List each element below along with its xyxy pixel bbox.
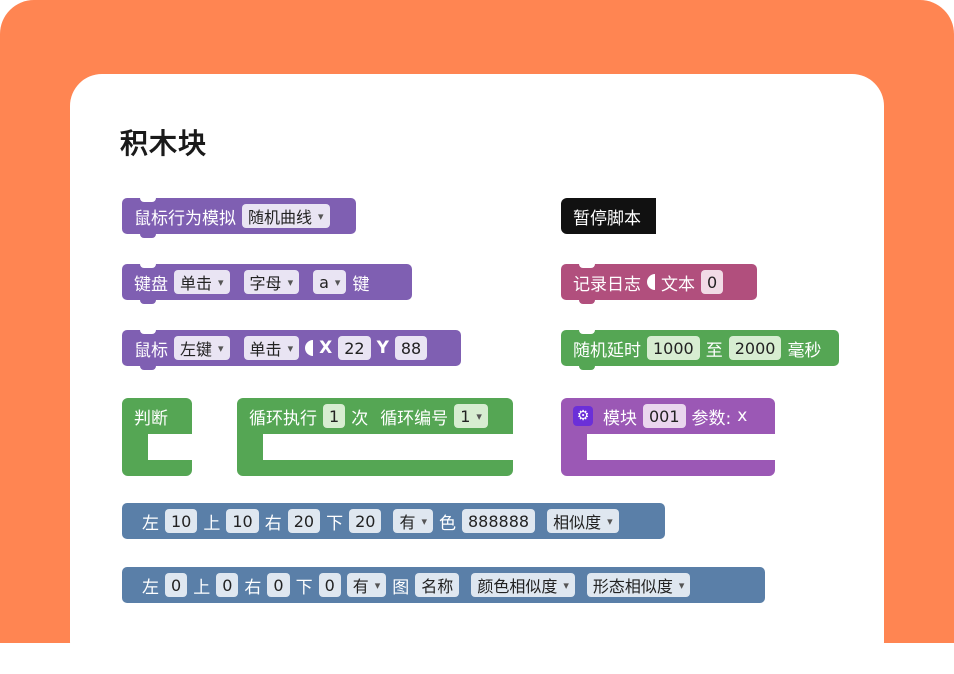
judge-label: 判断 (134, 408, 168, 429)
find-image-bottom-label: 下 (295, 577, 313, 598)
mouse-x-input[interactable]: 22 (338, 336, 371, 360)
loop-index-dropdown[interactable]: 1 (454, 404, 488, 428)
find-image-name-input[interactable]: 名称 (415, 573, 460, 597)
find-color-label: 色 (438, 513, 456, 534)
find-color-block[interactable]: 左 10 上 10 右 20 下 20 有 色 888888 相似度 (122, 503, 665, 539)
find-color-similarity-dropdown[interactable]: 相似度 (547, 509, 619, 533)
loop-label: 循环执行 (249, 408, 317, 429)
find-image-top-input[interactable]: 0 (216, 573, 239, 597)
mouse-sim-block[interactable]: 鼠标行为模拟 随机曲线 (122, 198, 356, 238)
mouse-action-dropdown[interactable]: 单击 (243, 336, 300, 360)
find-color-right-input[interactable]: 20 (287, 509, 321, 533)
find-image-right-label: 右 (244, 577, 262, 598)
find-color-value-input[interactable]: 888888 (461, 509, 536, 533)
find-color-has-dropdown[interactable]: 有 (393, 509, 433, 533)
find-image-left-label: 左 (142, 577, 159, 598)
mouse-sim-option[interactable]: 随机曲线 (242, 204, 330, 228)
find-color-left-label: 左 (142, 513, 159, 534)
find-image-label: 图 (392, 577, 410, 598)
find-image-left-input[interactable]: 0 (165, 573, 188, 597)
find-image-shape-sim-dropdown[interactable]: 形态相似度 (586, 573, 691, 597)
module-id-input[interactable]: 001 (643, 404, 686, 428)
log-block[interactable]: 记录日志 文本 0 (561, 264, 757, 304)
keyboard-action-dropdown[interactable]: 单击 (174, 270, 230, 294)
random-delay-from-input[interactable]: 1000 (647, 336, 700, 360)
random-delay-block[interactable]: 随机延时 1000 至 2000 毫秒 (561, 330, 839, 370)
find-color-right-label: 右 (264, 513, 282, 534)
find-image-color-sim-dropdown[interactable]: 颜色相似度 (471, 573, 575, 597)
log-text-value[interactable]: 0 (701, 270, 724, 294)
pause-script-label: 暂停脚本 (573, 208, 641, 229)
mouse-y-input[interactable]: 88 (394, 336, 428, 360)
find-image-has-dropdown[interactable]: 有 (346, 573, 387, 597)
find-color-bottom-input[interactable]: 20 (349, 509, 382, 533)
page-title: 积木块 (120, 127, 208, 160)
mouse-block[interactable]: 鼠标 左键 单击 X 22 Y 88 (122, 330, 461, 370)
mouse-label: 鼠标 (134, 340, 168, 361)
random-delay-unit: 毫秒 (787, 340, 822, 361)
pause-script-block[interactable]: 暂停脚本 (561, 198, 656, 234)
find-color-bottom-label: 下 (326, 513, 344, 534)
keyboard-suffix: 键 (352, 274, 370, 295)
find-image-bottom-input[interactable]: 0 (318, 573, 341, 597)
module-param-label: 参数: (691, 408, 732, 429)
log-label: 记录日志 (573, 274, 641, 295)
gear-icon[interactable]: ⚙ (573, 406, 593, 426)
random-delay-to-label: 至 (705, 340, 723, 361)
mouse-sim-label: 鼠标行为模拟 (134, 208, 236, 229)
log-text-label: 文本 (661, 274, 695, 295)
keyboard-label: 键盘 (134, 274, 168, 295)
puzzle-slot-icon (647, 274, 655, 290)
module-label: 模块 (603, 408, 637, 429)
random-delay-to-input[interactable]: 2000 (728, 336, 782, 360)
keyboard-type-dropdown[interactable]: 字母 (243, 270, 300, 294)
find-color-left-input[interactable]: 10 (165, 509, 198, 533)
mouse-y-label: Y (376, 338, 389, 358)
keyboard-key-dropdown[interactable]: a (313, 270, 347, 294)
find-color-top-label: 上 (203, 513, 221, 534)
random-delay-label: 随机延时 (573, 340, 641, 361)
module-param-value[interactable]: x (737, 406, 748, 426)
keyboard-block[interactable]: 键盘 单击 字母 a 键 (122, 264, 412, 304)
loop-top: 循环执行 1 次 循环编号 1 (237, 398, 513, 434)
find-image-right-input[interactable]: 0 (267, 573, 290, 597)
module-top: ⚙ 模块 001 参数: x (561, 398, 775, 434)
find-image-block[interactable]: 左 0 上 0 右 0 下 0 有 图 名称 颜色相似度 形态相似度 (122, 567, 765, 603)
loop-index-label: 循环编号 (380, 408, 449, 429)
find-image-top-label: 上 (193, 577, 211, 598)
judge-top: 判断 (122, 398, 192, 434)
puzzle-slot-icon (305, 340, 314, 356)
module-block[interactable]: ⚙ 模块 001 参数: x (561, 398, 775, 476)
loop-count-input[interactable]: 1 (323, 404, 346, 428)
mouse-x-label: X (319, 338, 333, 358)
loop-times-label: 次 (351, 408, 369, 429)
mouse-button-dropdown[interactable]: 左键 (174, 336, 230, 360)
loop-block[interactable]: 循环执行 1 次 循环编号 1 (237, 398, 513, 476)
judge-block[interactable]: 判断 (122, 398, 192, 476)
find-color-top-input[interactable]: 10 (226, 509, 259, 533)
